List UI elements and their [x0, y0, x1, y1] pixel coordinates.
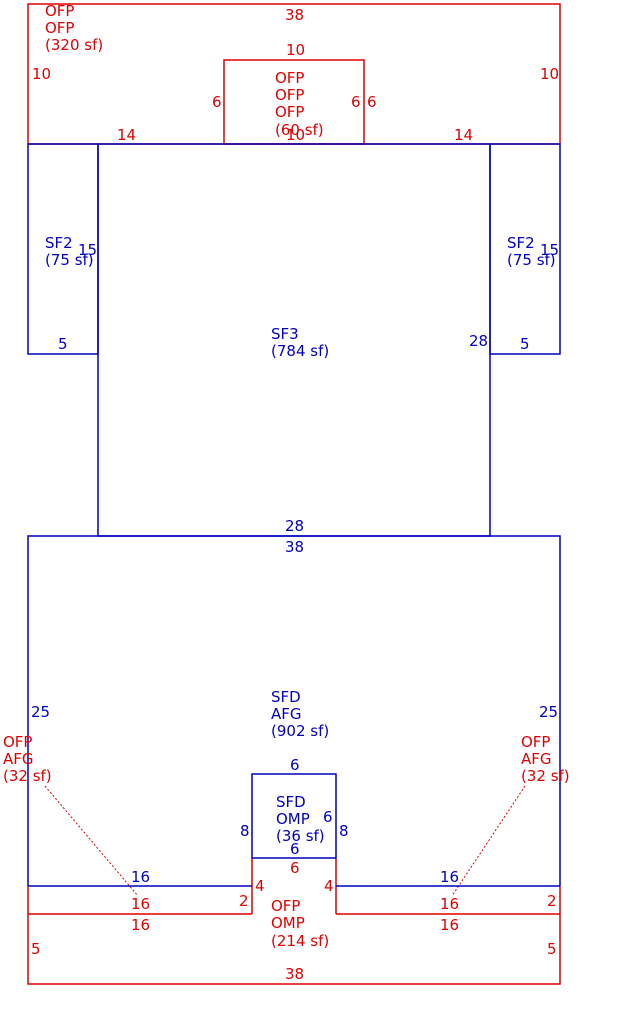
- ofp-top-area: (320 sf): [45, 36, 103, 54]
- ofp-small-label-1: OFP: [275, 69, 304, 87]
- sf3-label: SF3: [271, 325, 299, 343]
- dim-sfd-38: 38: [285, 538, 304, 556]
- sfd-omp-label-2: OMP: [276, 810, 310, 828]
- dim-omp-top-6: 6: [290, 756, 300, 774]
- sf3-area: (784 sf): [271, 342, 329, 360]
- dim-red-right-16a: 16: [440, 895, 459, 913]
- ofp-right-leader: [451, 785, 526, 897]
- ofp-omp-label-1: OFP: [271, 897, 300, 915]
- ofp-omp-label-2: OMP: [271, 914, 305, 932]
- dim-small-left-6: 6: [212, 93, 222, 111]
- dim-sf2-right-15: 15: [540, 241, 559, 259]
- ofp-left-leader: [44, 785, 139, 897]
- sfd-outline: [27, 535, 561, 887]
- dim-small-top-10: 10: [286, 41, 305, 59]
- dim-red-bottom-38: 38: [285, 965, 304, 983]
- dim-red-6: 6: [290, 859, 300, 877]
- dim-top-left-14: 14: [117, 126, 136, 144]
- dim-top-right-10: 10: [540, 65, 559, 83]
- dim-red-right-4: 4: [324, 877, 334, 895]
- dim-red-left-2: 2: [239, 892, 249, 910]
- ofp-left-label-1: OFP: [3, 733, 32, 751]
- ofp-right-label-1: OFP: [521, 733, 550, 751]
- dim-omp-left-8: 8: [240, 822, 250, 840]
- ofp-top-label-2: OFP: [45, 19, 74, 37]
- dim-sf3-bottom-28: 28: [285, 517, 304, 535]
- ofp-right-label-2: AFG: [521, 750, 552, 768]
- dim-sfd-right-25: 25: [539, 703, 558, 721]
- sfd-label-2: AFG: [271, 705, 302, 723]
- ofp-small-label-3: OFP: [275, 103, 304, 121]
- dim-small-right-6b: 6: [367, 93, 377, 111]
- ofp-top-label-1: OFP: [45, 2, 74, 20]
- dim-small-bottom-10: 10: [286, 126, 305, 144]
- ofp-left-label-2: AFG: [3, 750, 34, 768]
- sfd-omp-area: (36 sf): [276, 827, 325, 845]
- dim-top-left-10: 10: [32, 65, 51, 83]
- ofp-omp-area: (214 sf): [271, 932, 329, 950]
- dim-red-left-16b: 16: [131, 916, 150, 934]
- dim-sf2-left-15: 15: [78, 241, 97, 259]
- dim-sf2-right-5: 5: [520, 335, 530, 353]
- sfd-area: (902 sf): [271, 722, 329, 740]
- dim-omp-bottom-6: 6: [290, 840, 300, 858]
- dim-red-right-16b: 16: [440, 916, 459, 934]
- dim-sfd-left-25: 25: [31, 703, 50, 721]
- dim-small-right-6a: 6: [351, 93, 361, 111]
- ofp-left-area: (32 sf): [3, 767, 52, 785]
- dim-red-right-2: 2: [547, 892, 557, 910]
- ofp-small-area: (60 sf): [275, 121, 324, 139]
- dim-red-left-5: 5: [31, 940, 41, 958]
- ofp-omp-outline: [27, 858, 561, 985]
- sf2-right-label: SF2: [507, 234, 535, 252]
- dim-sfd-right-16: 16: [440, 868, 459, 886]
- sf2-left-label: SF2: [45, 234, 73, 252]
- ofp-right-area: (32 sf): [521, 767, 570, 785]
- sf2-left-area: (75 sf): [45, 251, 94, 269]
- dim-red-left-16a: 16: [131, 895, 150, 913]
- dim-sfd-left-16: 16: [131, 868, 150, 886]
- dim-sf3-right-28: 28: [469, 332, 488, 350]
- dim-omp-right-8: 8: [339, 822, 349, 840]
- dim-top-38: 38: [285, 6, 304, 24]
- dim-red-right-5: 5: [547, 940, 557, 958]
- dim-top-right-14: 14: [454, 126, 473, 144]
- dim-red-left-4: 4: [255, 877, 265, 895]
- ofp-small-label-2: OFP: [275, 86, 304, 104]
- sfd-omp-label-1: SFD: [276, 793, 306, 811]
- dim-omp-right-6: 6: [323, 808, 333, 826]
- sfd-label-1: SFD: [271, 688, 301, 706]
- sf2-right-area: (75 sf): [507, 251, 556, 269]
- sfd-omp-outline: [251, 773, 337, 859]
- dim-sf2-left-5: 5: [58, 335, 68, 353]
